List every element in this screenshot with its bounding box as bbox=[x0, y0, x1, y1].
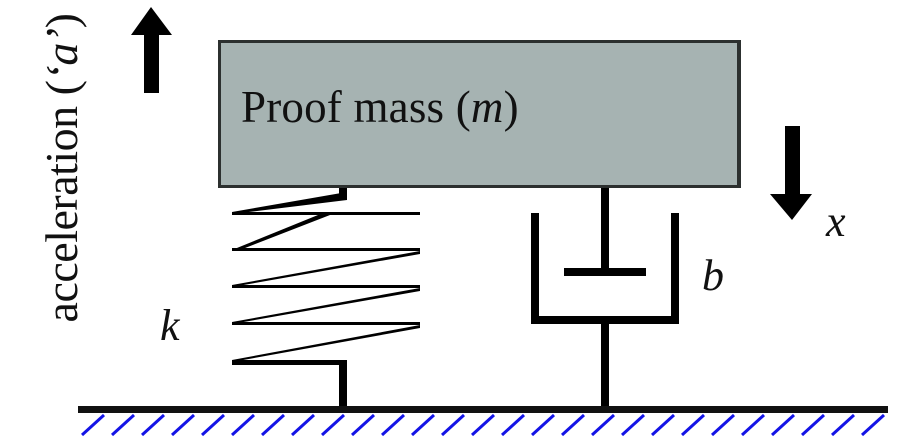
displacement-label: x bbox=[826, 197, 846, 246]
mass-variable: m bbox=[470, 82, 504, 132]
proof-mass-label-suffix: ) bbox=[503, 82, 519, 132]
acceleration-label: acceleration (‘a’) bbox=[36, 13, 87, 323]
proof-mass-block bbox=[218, 40, 741, 188]
damper-icon bbox=[531, 184, 679, 410]
acceleration-label-prefix: acceleration ( bbox=[36, 80, 87, 323]
spring-icon bbox=[232, 184, 420, 410]
acceleration-variable: ‘a’ bbox=[36, 28, 87, 81]
displacement-arrow-down-icon bbox=[770, 126, 812, 220]
ground-icon bbox=[78, 406, 888, 437]
spring-constant-label: k bbox=[160, 301, 180, 350]
acceleration-label-suffix: ) bbox=[36, 13, 87, 29]
acceleration-arrow-up-icon bbox=[131, 7, 172, 93]
damping-coefficient-label: b bbox=[702, 251, 724, 300]
proof-mass-label-prefix: Proof mass ( bbox=[241, 82, 471, 132]
proof-mass-label: Proof mass (m) bbox=[241, 82, 519, 132]
